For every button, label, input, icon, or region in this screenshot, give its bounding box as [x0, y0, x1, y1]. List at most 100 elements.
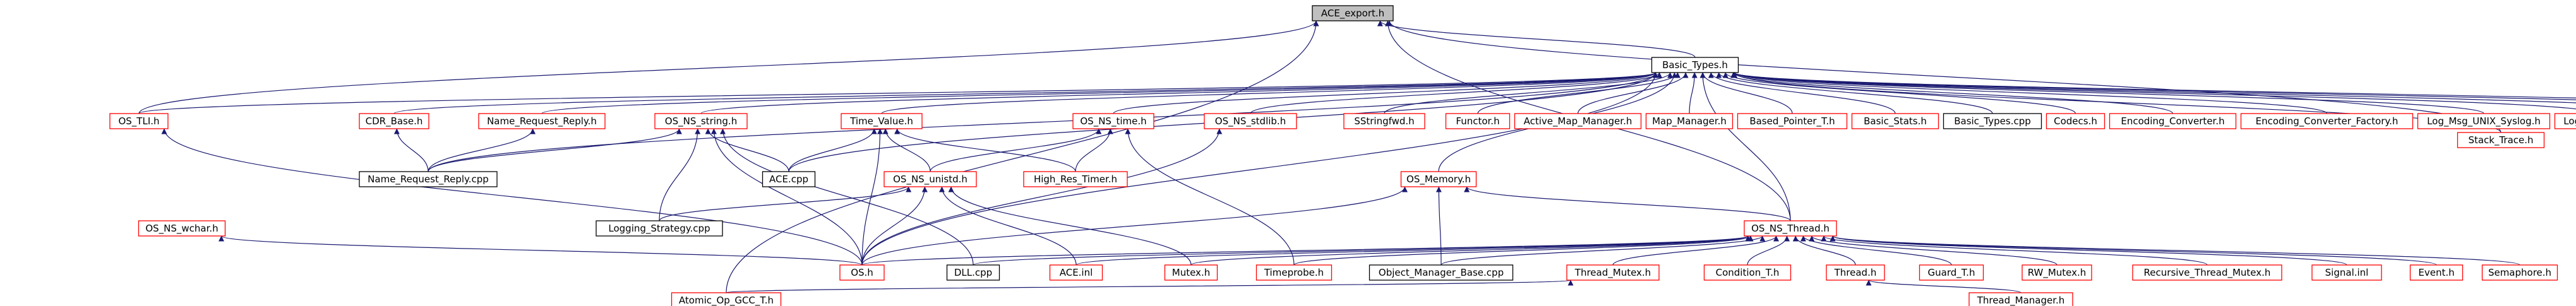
node-label: OS_TLI.h — [118, 115, 159, 127]
node-label: ACE_export.h — [1321, 8, 1384, 20]
node-thread-h[interactable]: Thread.h — [1826, 264, 1885, 281]
node-dll-cpp[interactable]: DLL.cpp — [946, 264, 1000, 281]
node-os-tli[interactable]: OS_TLI.h — [109, 113, 169, 129]
node-os-ns-wchar[interactable]: OS_NS_wchar.h — [138, 220, 226, 237]
node-box — [1049, 264, 1103, 281]
node-ace-export[interactable]: ACE_export.h — [1312, 5, 1394, 21]
node-active-map-manager[interactable]: Active_Map_Manager.h — [1514, 113, 1642, 129]
node-box — [1943, 113, 2042, 129]
node-high-res-timer[interactable]: High_Res_Timer.h — [1023, 171, 1128, 187]
node-encoding-converter[interactable]: Encoding_Converter.h — [2109, 113, 2237, 129]
node-box — [1445, 113, 1511, 129]
node-box — [596, 220, 723, 237]
node-box — [2409, 264, 2464, 281]
node-event[interactable]: Event.h — [2409, 264, 2464, 281]
node-thread-manager[interactable]: Thread_Manager.h — [1968, 292, 2073, 306]
node-box — [478, 113, 606, 129]
node-os-ns-time[interactable]: OS_NS_time.h — [1072, 113, 1154, 129]
node-label: Signal.inl — [2325, 267, 2369, 278]
node-label: Log_Record.h — [2563, 115, 2576, 127]
node-sstringfwd[interactable]: SStringfwd.h — [1343, 113, 1425, 129]
node-recursive-thread-mutex[interactable]: Recursive_Thread_Mutex.h — [2132, 264, 2282, 281]
edge-os_ns_thread-to-basic_types — [1699, 72, 1791, 221]
edge-os_ns_time-to-basic_types — [1113, 72, 1658, 114]
edge-high_res_timer-to-time_value — [894, 128, 1076, 172]
node-box — [762, 171, 816, 187]
edge-codecs-to-basic_types — [1722, 72, 2076, 114]
node-box — [1645, 113, 1734, 129]
node-os-memory[interactable]: OS_Memory.h — [1400, 171, 1477, 187]
node-box — [359, 113, 429, 129]
node-rw-mutex[interactable]: RW_Mutex.h — [2022, 264, 2092, 281]
node-semaphore[interactable]: Semaphore.h — [2481, 264, 2558, 281]
node-label: Timeprobe.h — [1264, 267, 1324, 278]
node-os-ns-unistd[interactable]: OS_NS_unistd.h — [884, 171, 977, 187]
node-box — [2022, 264, 2092, 281]
edge-ace_cpp-to-time_value — [788, 128, 877, 172]
node-label: Encoding_Converter.h — [2121, 115, 2224, 127]
node-atomic-op-gcc[interactable]: Atomic_Op_GCC_T.h — [671, 292, 782, 306]
edge-mutex-to-os_ns_thread — [1190, 235, 1751, 266]
edge-os_tli-to-ace_export — [138, 20, 1319, 114]
edge-os_h-to-os_memory — [861, 186, 1408, 266]
node-log-record[interactable]: Log_Record.h — [2554, 113, 2576, 129]
node-log-msg-unix-syslog[interactable]: Log_Msg_UNIX_Syslog.h — [2417, 113, 2551, 129]
node-basic-stats[interactable]: Basic_Stats.h — [1851, 113, 1939, 129]
node-basic-types-cpp[interactable]: Basic_Types.cpp — [1943, 113, 2042, 129]
node-encoding-converter-factory[interactable]: Encoding_Converter_Factory.h — [2240, 113, 2414, 129]
edge-dll_cpp-to-os_ns_thread — [973, 235, 1751, 266]
node-label: Recursive_Thread_Mutex.h — [2144, 267, 2271, 279]
edge-sock_connect-to-basic_types — [1732, 72, 2576, 98]
node-os-ns-stdlib[interactable]: OS_NS_stdlib.h — [1204, 113, 1297, 129]
node-condition-t[interactable]: Condition_T.h — [1703, 264, 1792, 281]
node-name-request-reply-h[interactable]: Name_Request_Reply.h — [478, 113, 606, 129]
node-os-ns-thread[interactable]: OS_NS_Thread.h — [1744, 220, 1837, 237]
node-based-pointer-t[interactable]: Based_Pointer_T.h — [1737, 113, 1848, 129]
node-ace-cpp[interactable]: ACE.cpp — [762, 171, 816, 187]
node-label: OS_Memory.h — [1406, 174, 1471, 185]
node-time-value[interactable]: Time_Value.h — [841, 113, 923, 129]
node-label: Codecs.h — [2054, 115, 2097, 127]
edge-atomic_op_gcc-to-thread_mutex — [726, 280, 1573, 293]
node-label: Time_Value.h — [849, 115, 913, 127]
node-codecs[interactable]: Codecs.h — [2046, 113, 2106, 129]
node-functor[interactable]: Functor.h — [1445, 113, 1511, 129]
node-ace-inl[interactable]: ACE.inl — [1049, 264, 1103, 281]
node-box — [1737, 113, 1848, 129]
edge-signal_inl-to-os_ns_thread — [1830, 235, 2347, 266]
node-box — [109, 113, 169, 129]
node-thread-mutex[interactable]: Thread_Mutex.h — [1566, 264, 1660, 281]
edge-object_manager_base-to-os_ns_thread — [1441, 235, 1766, 266]
edge-os_h-to-os_ns_thread — [861, 235, 1751, 266]
node-os-ns-string[interactable]: OS_NS_string.h — [654, 113, 748, 129]
node-timeprobe[interactable]: Timeprobe.h — [1255, 264, 1333, 281]
node-label: OS_NS_wchar.h — [145, 223, 218, 235]
node-logging-strategy[interactable]: Logging_Strategy.cpp — [596, 220, 723, 237]
edge-basic_stats-to-basic_types — [1708, 72, 1896, 114]
node-stack-trace[interactable]: Stack_Trace.h — [2457, 132, 2545, 148]
node-box — [2132, 264, 2282, 281]
node-guard-t[interactable]: Guard_T.h — [1919, 264, 1984, 281]
edge-name_request_reply_cpp-to-cdr_base — [393, 128, 429, 172]
edge-encoding_converter-to-basic_types — [1730, 72, 2174, 114]
node-box — [1968, 292, 2073, 306]
node-signal-inl[interactable]: Signal.inl — [2311, 264, 2382, 281]
edge-os_ns_unistd-to-time_value — [882, 128, 931, 172]
node-box — [2311, 264, 2382, 281]
node-mutex[interactable]: Mutex.h — [1164, 264, 1218, 281]
node-label: Guard_T.h — [1928, 267, 1975, 279]
node-name-request-reply-cpp[interactable]: Name_Request_Reply.cpp — [359, 171, 498, 187]
node-cdr-base[interactable]: CDR_Base.h — [359, 113, 429, 129]
node-label: CDR_Base.h — [366, 115, 423, 127]
node-basic-types[interactable]: Basic_Types.h — [1651, 57, 1739, 73]
node-box — [359, 171, 498, 187]
node-label: RW_Mutex.h — [2028, 267, 2087, 279]
edge-recursive_thread_mutex-to-os_ns_thread — [1821, 235, 2208, 266]
edge-thread_h-to-os_ns_thread — [1792, 235, 1856, 266]
node-box — [946, 264, 1000, 281]
node-os-h[interactable]: OS.h — [839, 264, 885, 281]
node-object-manager-base[interactable]: Object_Manager_Base.cpp — [1369, 264, 1514, 281]
node-map-manager[interactable]: Map_Manager.h — [1645, 113, 1734, 129]
edge-basic_types_cpp-to-basic_types — [1716, 72, 1993, 114]
